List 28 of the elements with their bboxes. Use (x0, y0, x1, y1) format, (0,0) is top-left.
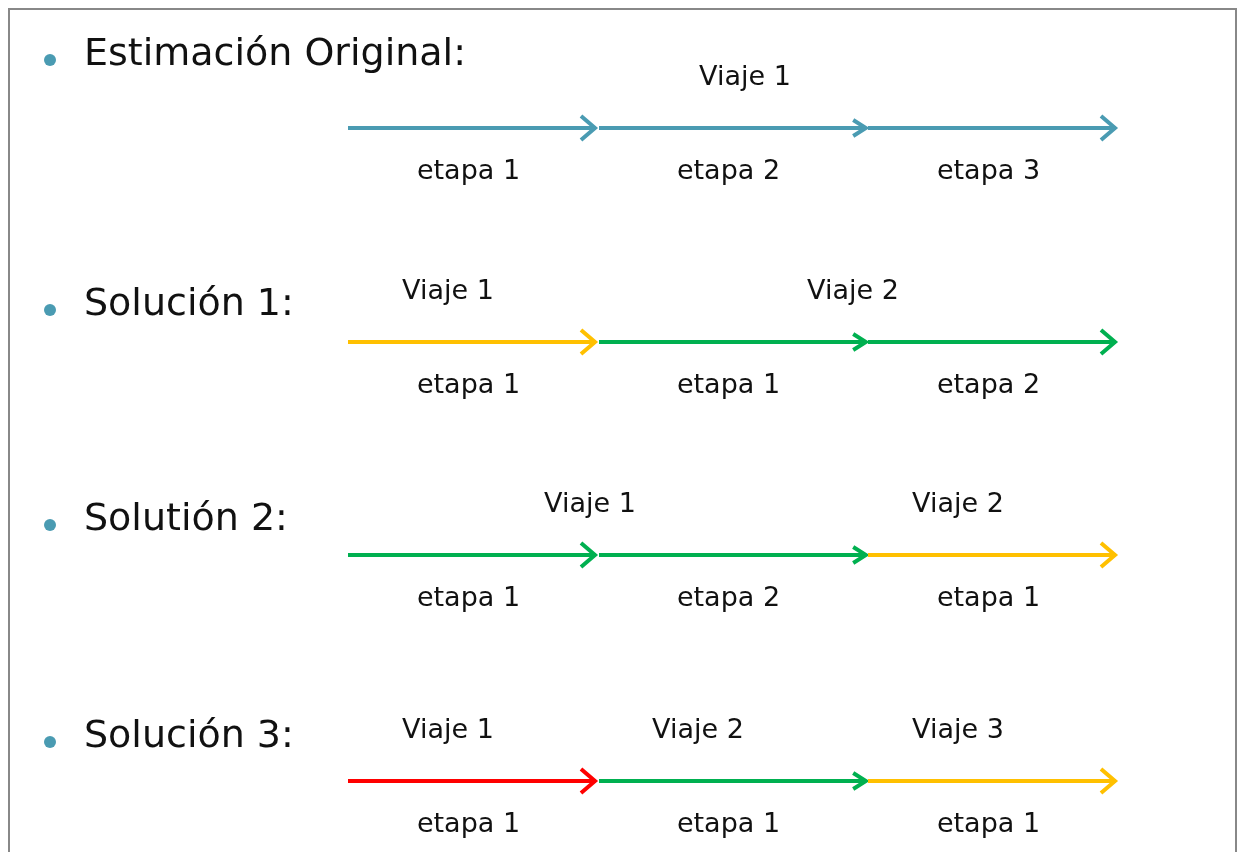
stage-label: etapa 2 (936, 368, 1041, 399)
arrow (599, 546, 867, 564)
arrow (599, 333, 867, 351)
bullet-heading: Solución 1: (84, 280, 294, 324)
trip-label: Viaje 2 (807, 274, 899, 305)
trip-label: Viaje 3 (912, 713, 1004, 744)
stage-label: etapa 1 (416, 581, 521, 612)
edge-label: etapa 1 (676, 368, 781, 399)
stage-label: etapa 1 (416, 807, 521, 838)
stage-label: etapa 3 (936, 154, 1041, 185)
trip-label: Viaje 1 (402, 274, 494, 305)
trip-label: Viaje 1 (699, 60, 791, 91)
arrow (599, 772, 867, 790)
bullet-heading: Estimación Original: (84, 30, 466, 74)
bullet-heading: Solutión 2: (84, 495, 288, 539)
stage-label: etapa 1 (416, 368, 521, 399)
trip-label: Viaje 2 (652, 713, 744, 744)
stage-label: etapa 1 (936, 807, 1041, 838)
trip-label: Viaje 1 (402, 713, 494, 744)
edge-label: etapa 2 (676, 581, 781, 612)
bullet-heading: Solución 3: (84, 712, 294, 756)
edge-label: etapa 1 (676, 807, 781, 838)
stage-label: etapa 1 (936, 581, 1041, 612)
trip-label: Viaje 1 (544, 487, 636, 518)
edge-label: etapa 2 (676, 154, 781, 185)
trip-label: Viaje 2 (912, 487, 1004, 518)
arrow (599, 119, 867, 137)
stage-label: etapa 1 (416, 154, 521, 185)
